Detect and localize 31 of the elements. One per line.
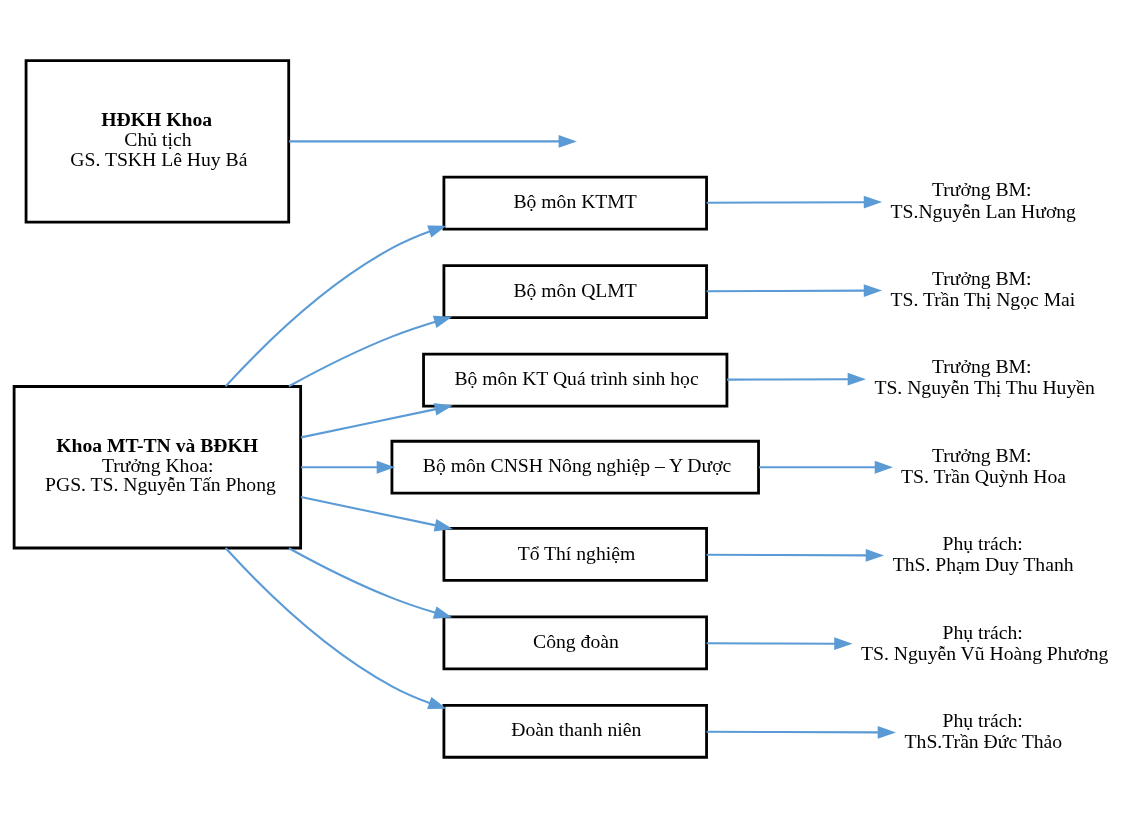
node-box: Tổ Thí nghiệm <box>442 526 708 582</box>
arrow <box>727 372 866 386</box>
arrow <box>289 134 577 148</box>
node-text: Trưởng BM: TS. Trần Quỳnh Hoa <box>901 443 1067 487</box>
node-box: Khoa MT-TN và BĐKH Trưởng Khoa: PGS. TS. Nguyễn Tấn Phong <box>12 384 303 549</box>
arrow <box>706 195 883 209</box>
arrow <box>300 402 453 438</box>
node-box: Công đoàn <box>442 614 708 670</box>
arrow <box>224 546 447 709</box>
node-box: Bộ môn KTMT <box>442 175 708 231</box>
node-box: Bộ môn CNSH Nông nghiệp – Y Dược <box>390 439 760 495</box>
node-box: Đoàn thanh niên <box>442 703 708 759</box>
node-text: Phụ trách: ThS.Trần Đức Thảo <box>904 708 1063 752</box>
arrow <box>706 283 883 297</box>
arrow <box>300 495 453 531</box>
node-box: HĐKH Khoa Chủ tịch GS. TSKH Lê Huy Bá <box>24 58 291 224</box>
node-box: Bộ môn KT Quá trình sinh học <box>422 352 729 408</box>
arrow <box>301 460 395 474</box>
arrow <box>706 548 884 562</box>
arrow <box>706 725 896 739</box>
node-box: Bộ môn QLMT <box>442 263 708 319</box>
node-text: Trưởng BM: TS. Nguyễn Thị Thu Huyền <box>874 354 1095 398</box>
arrow <box>706 636 853 650</box>
node-text: Trưởng BM: TS.Nguyễn Lan Hương <box>890 177 1076 222</box>
arrow <box>759 460 893 474</box>
arrow <box>288 546 453 619</box>
node-text: Phụ trách: ThS. Phạm Duy Thanh <box>892 531 1074 575</box>
arrow <box>288 315 453 387</box>
arrow <box>224 224 447 387</box>
node-text: Trưởng BM: TS. Trần Thị Ngọc Mai <box>890 266 1076 310</box>
node-text: Phụ trách: TS. Nguyễn Vũ Hoàng Phương <box>861 620 1109 664</box>
